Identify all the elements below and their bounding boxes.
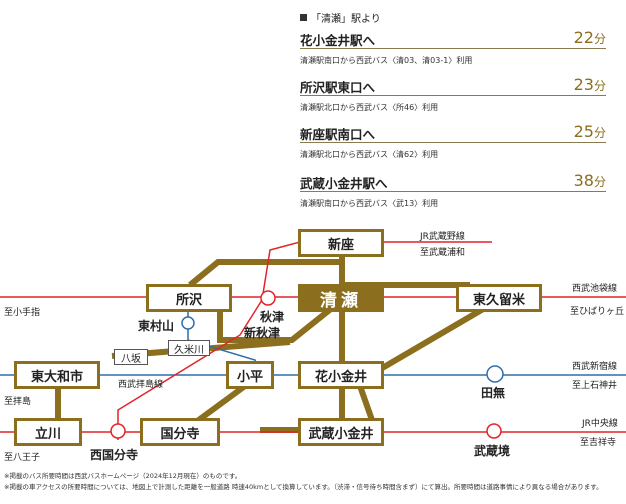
- route-time: 38分: [574, 171, 606, 190]
- square-bullet-icon: [300, 13, 307, 21]
- footnotes: ※掲載のバス所要時間は西武バスホームページ（2024年12月現在）のものです。 …: [4, 471, 603, 493]
- station-label-higashimurayama: 東村山: [138, 319, 175, 333]
- station-box-tachikawa: 立川: [14, 418, 82, 446]
- routes-heading-text: 「清瀬」駅より: [311, 13, 381, 25]
- station-box-kodaira: 小平: [226, 361, 274, 389]
- line-label-to-musashiurawa: 至武蔵浦和: [420, 248, 466, 258]
- route-time: 22分: [574, 28, 606, 47]
- line-label-to-kamishakujii: 至上石神井: [572, 381, 618, 391]
- road-segment: [357, 385, 375, 421]
- route-detail: 清瀬駅北口から西武バス〈清62〉利用: [300, 150, 439, 159]
- bus-routes-panel: 「清瀬」駅より: [300, 10, 606, 25]
- station-label-nishikokubunji: 西国分寺: [90, 448, 139, 462]
- route-destination: 所沢駅東口へ: [300, 80, 376, 95]
- line-label-seibu-shinjuku: 西武新宿線: [572, 362, 618, 372]
- route-item: 所沢駅東口へ 23分 清瀬駅北口から西武バス〈所46〉利用: [300, 75, 606, 119]
- route-rule: [300, 95, 606, 96]
- station-box-niiza: 新座: [298, 229, 384, 257]
- footnote: ※掲載の車アクセスの所要時間については、地図上で計測した距離を一般道路 時速40…: [4, 483, 603, 491]
- route-detail: 清瀬駅北口から西武バス〈所46〉利用: [300, 103, 439, 112]
- route-destination: 武蔵小金井駅へ: [300, 176, 388, 191]
- line-label-to-haijima: 至拝島: [4, 397, 32, 407]
- line-label-to-kotesashi: 至小手指: [4, 308, 41, 318]
- station-marker-akitsu: [260, 290, 276, 306]
- footnote: ※掲載のバス所要時間は西武バスホームページ（2024年12月現在）のものです。: [4, 472, 242, 480]
- route-item: 花小金井駅へ 22分 清瀬駅南口から西武バス〈清03、清03-1〉利用: [300, 28, 606, 72]
- station-box-higashikurume: 東久留米: [456, 284, 542, 312]
- line-label-to-hibarigaoka: 至ひばりヶ丘: [570, 307, 625, 317]
- station-label-tanashi: 田無: [481, 386, 506, 400]
- route-time: 25分: [574, 122, 606, 141]
- station-box-kumegawa: 久米川: [168, 340, 210, 356]
- route-detail: 清瀬駅南口から西武バス〈武13〉利用: [300, 199, 439, 208]
- station-marker-tanashi: [486, 365, 504, 383]
- route-time-unit: 分: [593, 79, 606, 93]
- station-box-hanakoganei: 花小金井: [298, 361, 384, 389]
- road-segment: [188, 259, 342, 288]
- routes-heading: 「清瀬」駅より: [300, 10, 606, 25]
- road-segment: [217, 297, 344, 343]
- station-box-musashikoganei: 武蔵小金井: [298, 418, 384, 446]
- station-box-higashiyamatoshi: 東大和市: [14, 361, 100, 389]
- station-marker-nishikokubunji: [110, 423, 126, 439]
- route-detail: 清瀬駅南口から西武バス〈清03、清03-1〉利用: [300, 56, 473, 65]
- line-label-seibu-ikebukuro: 西武池袋線: [572, 284, 618, 294]
- route-time-value: 23: [573, 75, 594, 94]
- station-marker-higashimurayama: [181, 316, 195, 330]
- line-label-jr-musashino: JR武蔵野線: [420, 232, 465, 242]
- station-marker-musashisakai: [486, 423, 502, 439]
- station-label-akitsu: 秋津: [260, 310, 285, 324]
- route-rule: [300, 142, 606, 143]
- route-destination: 花小金井駅へ: [300, 33, 376, 48]
- route-time-value: 38: [573, 171, 594, 190]
- station-box-kiyose: 清瀬: [298, 284, 384, 312]
- route-rule: [300, 191, 606, 192]
- station-box-yasaka: 八坂: [114, 349, 148, 365]
- line-label-jr-chuo: JR中央線: [582, 419, 618, 429]
- route-item: 新座駅南口へ 25分 清瀬駅北口から西武バス〈清62〉利用: [300, 122, 606, 166]
- station-box-kokubunji: 国分寺: [140, 418, 220, 446]
- route-time: 23分: [574, 75, 606, 94]
- route-destination: 新座駅南口へ: [300, 127, 376, 142]
- line-label-to-kichijoji: 至吉祥寺: [580, 438, 617, 448]
- route-time-unit: 分: [593, 175, 606, 189]
- route-item: 武蔵小金井駅へ 38分 清瀬駅南口から西武バス〈武13〉利用: [300, 171, 606, 215]
- line-label-seibu-haijima: 西武拝島線: [118, 380, 164, 390]
- route-time-value: 25: [573, 122, 594, 141]
- line-label-to-hachioji: 至八王子: [4, 453, 41, 463]
- station-box-tokorozawa: 所沢: [146, 284, 232, 312]
- route-time-unit: 分: [593, 32, 606, 46]
- route-time-unit: 分: [593, 126, 606, 140]
- station-label-shinakitsu: 新秋津: [244, 326, 281, 340]
- station-label-musashisakai: 武蔵境: [474, 444, 511, 458]
- route-rule: [300, 48, 606, 49]
- road-segment: [370, 302, 492, 377]
- route-time-value: 22: [573, 28, 594, 47]
